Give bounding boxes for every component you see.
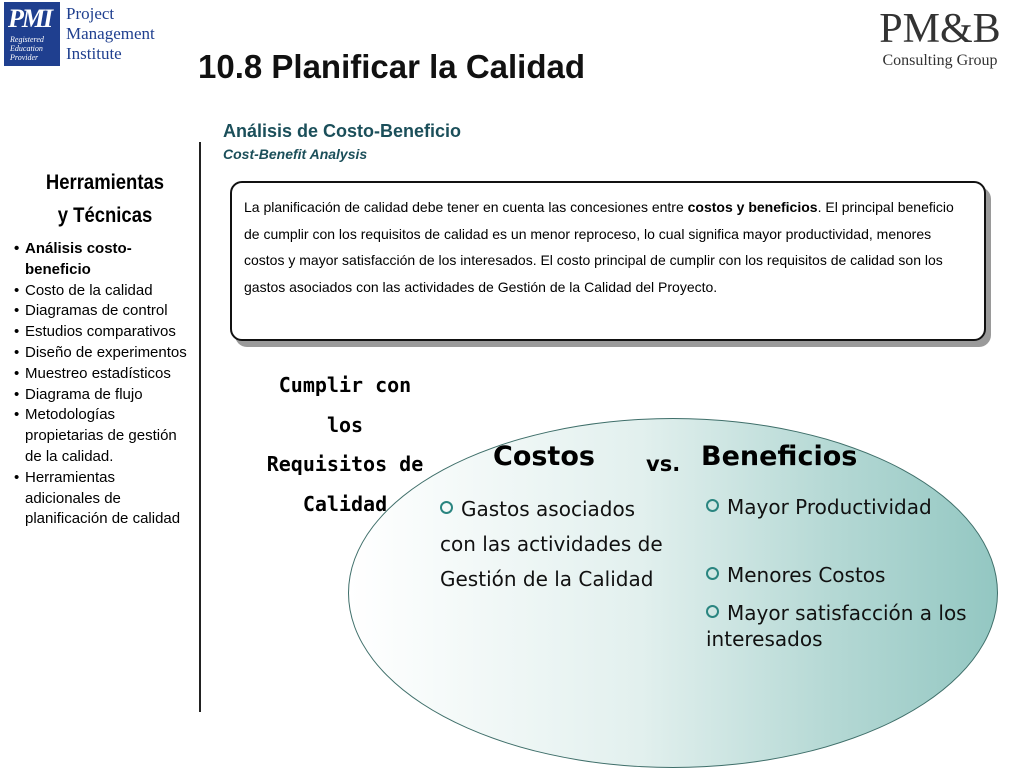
costs-heading: Costos — [493, 441, 595, 472]
section-title: Análisis de Costo-Beneficio — [223, 121, 462, 141]
tools-list-item: Herramientas adicionales de planificació… — [14, 468, 194, 530]
tools-list: Análisis costo-beneficio Costo de la cal… — [14, 239, 194, 530]
info-box-bold-text: costos y beneficios — [687, 199, 818, 215]
benefits-list-item: Mayor satisfacción a los interesados — [706, 600, 986, 652]
page-title: 10.8 Planificar la Calidad — [198, 48, 586, 85]
tools-list-item: Estudios comparativos — [14, 322, 194, 343]
criteria-heading: Cumplir con los Requisitos de Calidad — [266, 373, 424, 516]
pmi-logo-small-line: Education — [10, 44, 43, 53]
benefits-list-item: Mayor Productividad — [706, 492, 986, 522]
info-box-text: . El principal beneficio de cumplir con … — [244, 199, 954, 295]
pmi-logo-name-line: Institute — [66, 44, 122, 63]
vertical-divider — [199, 142, 201, 712]
section-subtitle: Cost-Benefit Analysis — [223, 146, 368, 162]
tools-list-item: Costo de la calidad — [14, 281, 194, 302]
info-box-text: La planificación de calidad debe tener e… — [244, 199, 688, 215]
pmi-logo-name-line: Management — [66, 24, 155, 43]
info-box: La planificación de calidad debe tener e… — [230, 181, 986, 341]
tools-list-item: Diseño de experimentos — [14, 343, 194, 364]
pmb-logo: PM&B Consulting Group — [862, 6, 1018, 72]
pmi-logo-name-line: Project — [66, 4, 115, 23]
costs-list-item: Gastos asociados con las actividades de … — [440, 492, 672, 597]
pmb-logo-mark: PM&B — [879, 6, 1001, 52]
benefits-heading: Beneficios — [701, 441, 858, 472]
tools-list-item: Metodologías propietarias de gestión de … — [14, 405, 194, 467]
benefit-item-text: Mayor Productividad — [727, 495, 932, 519]
ring-bullet-icon — [706, 567, 719, 580]
pmi-logo-small-line: Provider — [10, 53, 39, 62]
vs-label: vs. — [646, 452, 681, 476]
pmi-logo-mark: PMI — [8, 4, 53, 33]
pmi-logo-mark-box: PMI Registered Education Provider — [4, 2, 60, 66]
tools-list-item: Muestreo estadísticos — [14, 364, 194, 385]
comparison-ellipse — [348, 418, 998, 768]
ring-bullet-icon — [706, 605, 719, 618]
ring-bullet-icon — [440, 501, 453, 514]
pmi-logo-small-line: Registered — [10, 35, 44, 44]
tools-list-item: Diagrama de flujo — [14, 385, 194, 406]
pmi-logo: PMI Registered Education Provider Projec… — [4, 2, 155, 68]
benefits-list-item: Menores Costos — [706, 560, 986, 590]
benefit-item-text: Menores Costos — [727, 563, 886, 587]
pmb-logo-subtitle: Consulting Group — [882, 52, 998, 69]
sidebar-heading: Herramientas y Técnicas — [45, 171, 165, 227]
benefit-item-text: Mayor satisfacción a los interesados — [706, 601, 967, 651]
tools-list-item: Diagramas de control — [14, 301, 194, 322]
costs-item-text: Gastos asociados con las actividades de … — [440, 497, 663, 591]
ring-bullet-icon — [706, 499, 719, 512]
tools-list-item: Análisis costo-beneficio — [14, 239, 194, 281]
